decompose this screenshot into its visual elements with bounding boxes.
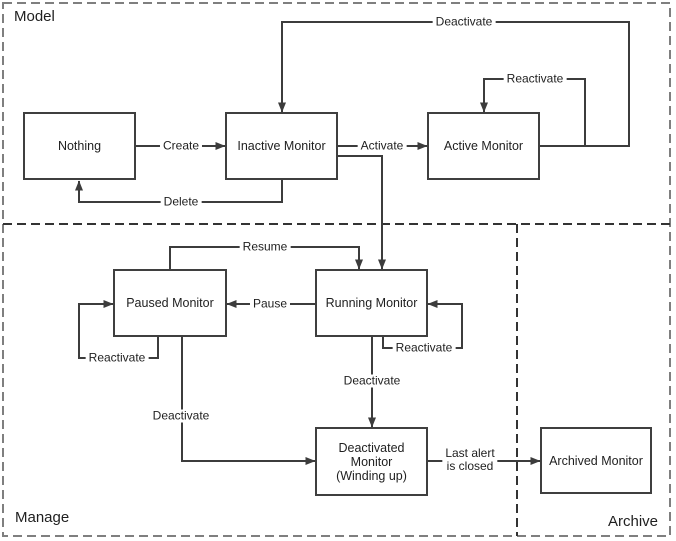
edge-label-deactivate-running: Deactivate [340, 374, 404, 388]
edge-reactivate-paused [78, 300, 159, 359]
state-box-paused-monitor: Paused Monitor [113, 269, 227, 337]
edge-label-last-alert: Last alert is closed [442, 447, 498, 473]
outer-dashed-border [2, 2, 671, 537]
state-box-running-monitor: Running Monitor [315, 269, 428, 337]
state-box-active-monitor: Active Monitor [427, 112, 540, 180]
transition-edges [75, 21, 630, 465]
region-borders [2, 2, 671, 537]
edge-label-deactivate-top: Deactivate [432, 15, 496, 29]
state-box-inactive-monitor: Inactive Monitor [225, 112, 338, 180]
state-box-nothing: Nothing [23, 112, 136, 180]
edge-inactive-to-running [338, 155, 386, 270]
state-box-archived-monitor: Archived Monitor [540, 427, 652, 494]
state-label-paused-monitor: Paused Monitor [126, 296, 214, 310]
state-label-deactivated-monitor: Deactivated Monitor (Winding up) [336, 440, 407, 483]
edge-label-reactivate-running: Reactivate [392, 341, 456, 355]
region-label-archive: Archive [608, 513, 659, 530]
region-label-manage: Manage [15, 509, 70, 526]
state-label-active-monitor: Active Monitor [443, 139, 524, 153]
edge-label-pause: Pause [249, 297, 291, 311]
edge-label-delete: Delete [160, 195, 202, 209]
edge-label-activate: Activate [357, 139, 407, 153]
region-label-model: Model [14, 8, 55, 25]
edge-label-reactivate-paused: Reactivate [85, 351, 149, 365]
edge-deactivate-top [278, 21, 630, 147]
state-box-deactivated-monitor: Deactivated Monitor (Winding up) [315, 427, 428, 496]
edge-deactivate-paused [181, 337, 316, 465]
edge-label-deactivate-paused: Deactivate [149, 409, 213, 423]
state-label-nothing: Nothing [57, 139, 102, 153]
state-label-running-monitor: Running Monitor [325, 296, 418, 310]
state-label-inactive-monitor: Inactive Monitor [237, 139, 326, 153]
edge-label-reactivate-active: Reactivate [503, 72, 567, 86]
state-label-archived-monitor: Archived Monitor [549, 453, 643, 468]
edge-label-resume: Resume [239, 240, 291, 254]
edge-reactivate-running [382, 300, 463, 349]
edge-label-create: Create [159, 139, 203, 153]
